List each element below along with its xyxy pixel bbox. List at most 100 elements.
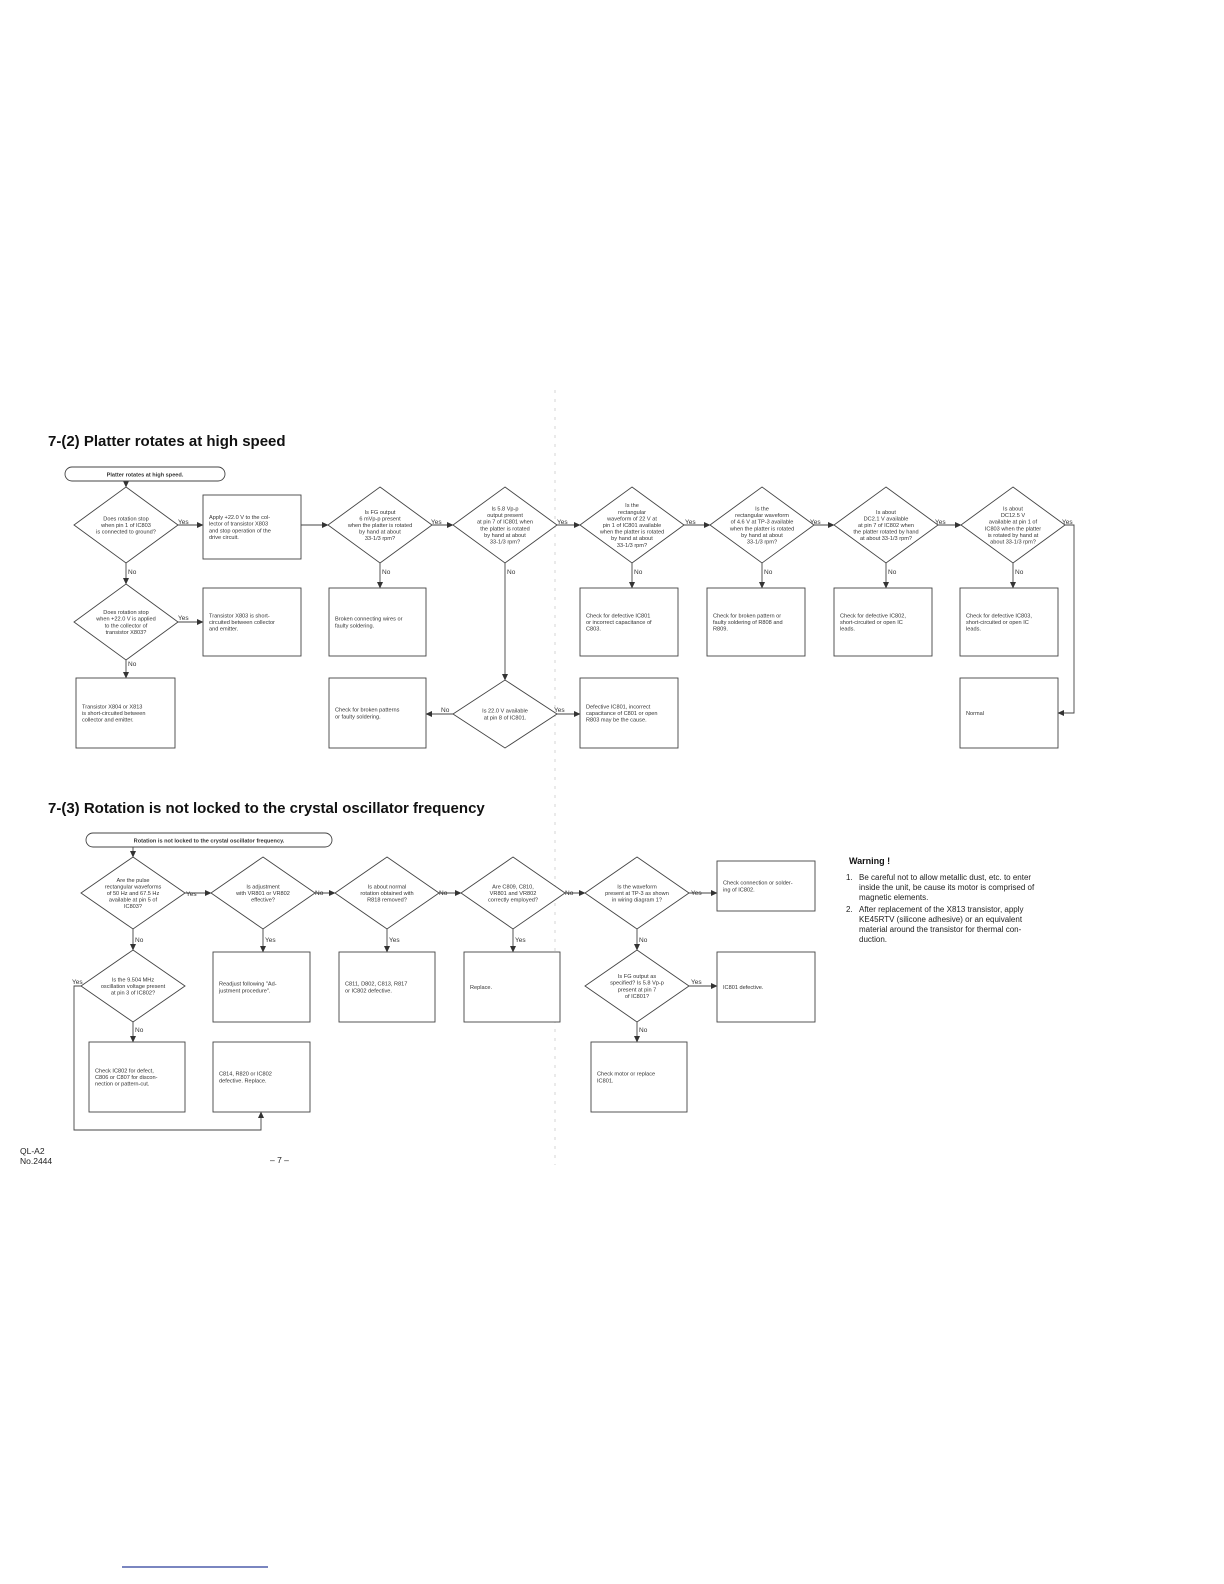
decision-e2-line-3: effective? [251, 898, 275, 904]
process-box-f5: IC801 defective. [716, 951, 816, 1023]
decision-diamond [960, 486, 1066, 564]
process-b3-line-1: Broken connecting wires or [335, 617, 403, 623]
process-f1-line-1: Check connection or solder- [723, 881, 793, 887]
start-terminal-text: Platter rotates at high speed. [107, 473, 184, 479]
decision-diamond [210, 856, 316, 930]
process-b8-line-3: collector and emitter. [82, 718, 134, 724]
process-b9-line-2: or faulty soldering. [335, 714, 381, 720]
decision-d6-line-3: at pin 7 of IC802 when [858, 523, 914, 529]
process-b1-line-1: Apply +22.0 V to the col- [209, 515, 270, 521]
edge-label-no: No [1015, 569, 1024, 576]
decision-diamond [80, 949, 186, 1023]
footer-model: QL-A2 [20, 1146, 45, 1156]
process-f7-line-2: defective. Replace. [219, 1078, 267, 1084]
process-box-b2: Transistor X803 is short-circuited betwe… [202, 587, 302, 657]
edge-label-yes: Yes [1062, 519, 1073, 526]
decision-d4-line-2: rectangular [618, 510, 646, 516]
process-b9-line-1: Check for broken patterns [335, 708, 400, 714]
process-rect [579, 677, 679, 749]
decision-e7-line-4: of IC801? [625, 994, 649, 1000]
decision-e6-line-2: oscillation voltage present [101, 984, 166, 990]
process-box-f2: Readjust following "Ad-justment procedur… [212, 951, 311, 1023]
decision-e3-line-1: Is about normal [368, 884, 407, 890]
decision-e7-line-3: present at pin 7 [618, 987, 657, 993]
edge-label-yes: Yes [178, 615, 189, 622]
decision-d7-line-2: DC12.5 V [1001, 513, 1026, 519]
decision-diamond [73, 583, 179, 661]
decision-e2-line-1: Is adjustment [246, 884, 280, 890]
process-f6-line-1: Check IC802 for defect, [95, 1068, 154, 1074]
decision-d9-line-1: Is 22.0 V available [482, 709, 528, 715]
decision-d5-line-6: 33-1/3 rpm? [747, 540, 777, 546]
decision-d4-line-5: when the platter is rotated [599, 530, 664, 536]
decision-d5-line-5: by hand at about [741, 533, 783, 539]
edge-label-yes: Yes [691, 979, 702, 986]
process-box-b6: Check for defective IC802,short-circuite… [833, 587, 933, 657]
decision-d3-line-3: at pin 7 of IC801 when [477, 520, 533, 526]
decision-d7-line-3: available at pin 1 of [989, 520, 1038, 526]
warning-block: Warning ! 1. Be careful not to allow met… [846, 856, 1035, 944]
edge-label-no: No [441, 707, 450, 714]
decision-d6-line-1: Is about [876, 510, 896, 516]
edge-label-yes: Yes [935, 519, 946, 526]
process-rect [202, 587, 302, 657]
process-f2-line-2: justment procedure". [218, 988, 271, 994]
process-b7-line-1: Check for defective IC803, [966, 613, 1032, 619]
edge-label-no: No [507, 569, 516, 576]
decision-e1-line-4: available at pin 5 of [109, 898, 158, 904]
edge-label-yes: Yes [72, 979, 83, 986]
process-b1-line-2: lector of transistor X803 [209, 522, 268, 528]
decision-e6-line-1: Is the 9.504 MHz [112, 977, 154, 983]
process-rect [463, 951, 561, 1023]
decision-diamond [460, 856, 566, 930]
decision-e1-line-5: IC803? [124, 904, 142, 910]
process-f8-line-2: IC801. [597, 1078, 614, 1084]
decision-diamond [334, 856, 440, 930]
edge-label-no: No [128, 661, 137, 668]
footer-number: No.2444 [20, 1156, 52, 1166]
decision-e2-line-2: with VR801 or VR802 [235, 891, 290, 897]
process-rect [212, 1041, 311, 1113]
decision-e6-line-3: at pin 3 of IC802? [111, 991, 155, 997]
process-b4-line-2: or incorrect capacitance of [586, 620, 652, 626]
warning-item-1-number: 1. [846, 873, 853, 882]
process-rect [328, 677, 427, 749]
flowchart-nodes: Platter rotates at high speed. Does rotat… [64, 466, 1066, 1113]
edge-label-yes: Yes [178, 519, 189, 526]
decision-d3-line-1: Is 5.8 Vp-p [491, 507, 518, 513]
process-f8-line-1: Check motor or replace [597, 1072, 655, 1078]
process-rect [212, 951, 311, 1023]
process-b2-line-1: Transistor X803 is short- [209, 613, 270, 619]
process-b10-line-3: R803 may be the cause. [586, 718, 647, 724]
edge-label-no: No [565, 890, 574, 897]
decision-e7-line-2: specified? Is 5.8 Vp-p [610, 981, 664, 987]
decision-d2-line-2: 6 mVp-p present [359, 516, 401, 522]
process-rect [716, 951, 816, 1023]
process-f4-line-1: Replace. [470, 985, 493, 991]
process-rect [202, 494, 302, 560]
decision-d3-line-2: output present [487, 513, 523, 519]
process-rect [833, 587, 933, 657]
process-box-b1: Apply +22.0 V to the col-lector of trans… [202, 494, 302, 560]
process-b7-line-2: short-circuited or open IC [966, 620, 1029, 626]
process-b4-line-3: C803. [586, 627, 601, 633]
process-f3-line-1: C811, D802, C813, R817 [345, 982, 407, 988]
edge-label-yes: Yes [554, 707, 565, 714]
process-b6-line-1: Check for defective IC802, [840, 613, 906, 619]
process-rect [88, 1041, 186, 1113]
decision-d7-line-5: is rotated by hand at [988, 533, 1039, 539]
decision-diamond [584, 856, 690, 930]
edge-label-yes: Yes [431, 519, 442, 526]
decision-diamond [80, 856, 186, 930]
decision-d8-line-3: to the collector of [105, 623, 148, 629]
decision-d8-line-2: when +22.0 V is applied [95, 617, 156, 623]
decision-d4-line-6: by hand at about [611, 536, 653, 542]
